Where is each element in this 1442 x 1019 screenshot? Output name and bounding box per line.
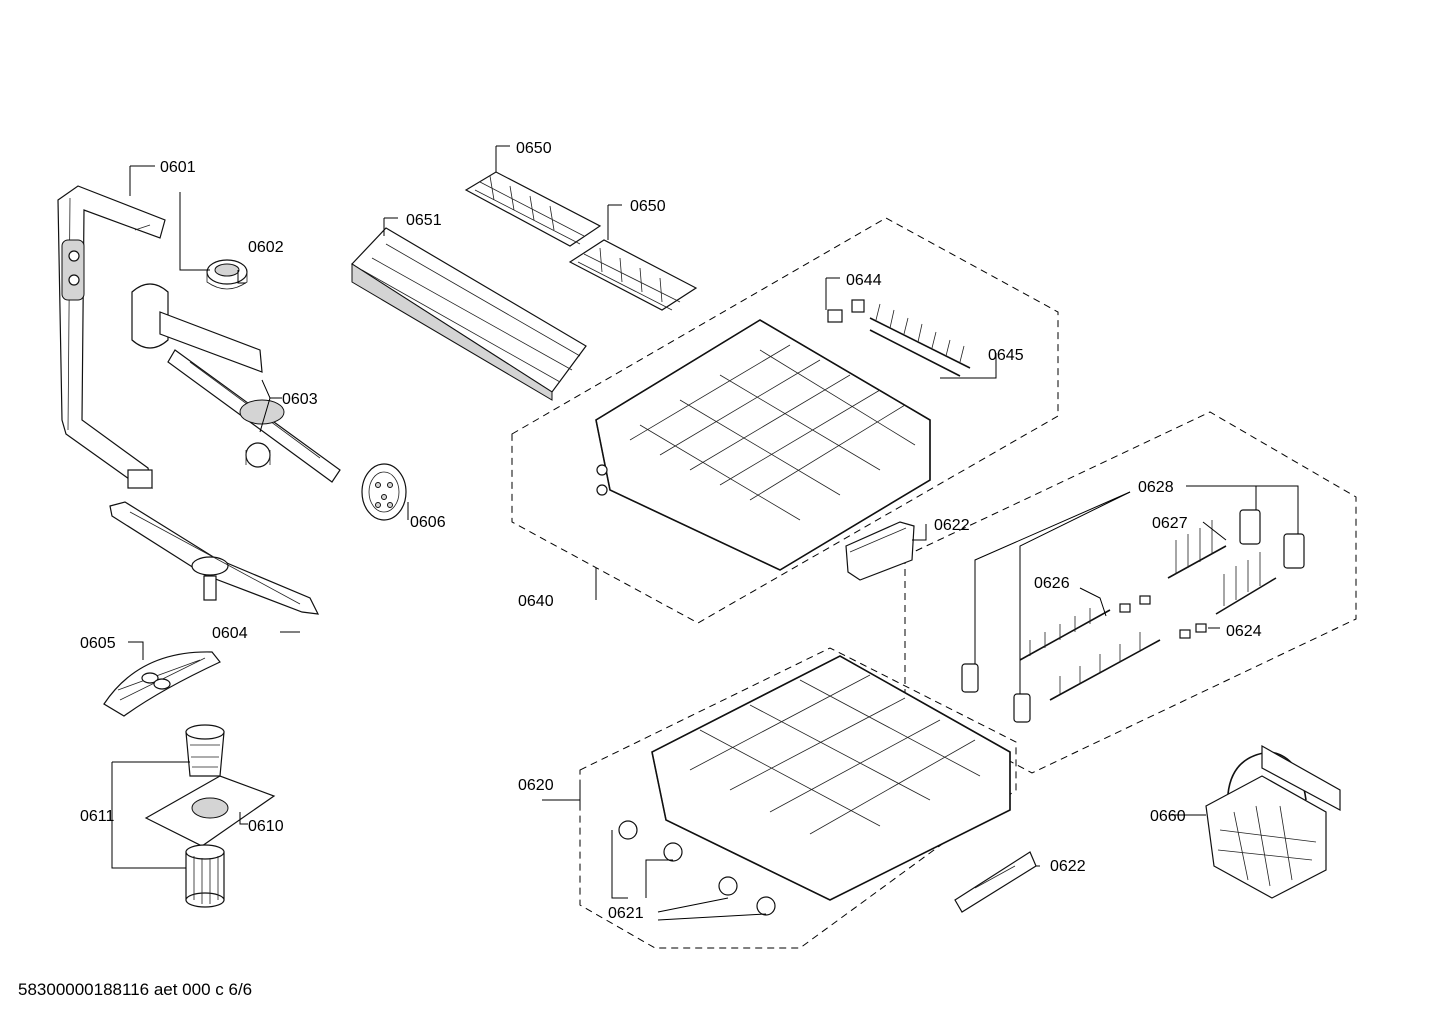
- upper-basket: [595, 319, 931, 571]
- callout-0644: 0644: [846, 272, 882, 289]
- callout-0606: 0606: [410, 514, 446, 531]
- callout-0645: 0645: [988, 347, 1024, 364]
- fine-filter: [185, 724, 225, 908]
- upper-spray-arm: [131, 283, 341, 483]
- cutlery-basket: [1205, 744, 1341, 899]
- cutlery-tray: [351, 227, 587, 401]
- lower-tine-rows: [1019, 608, 1161, 701]
- micro-filter-cover: [103, 651, 221, 717]
- basket-handle-lower: [954, 851, 1037, 913]
- callout-0611: 0611: [80, 808, 115, 825]
- callout-0650-top: 0650: [516, 140, 552, 157]
- callout-0627: 0627: [1152, 515, 1188, 532]
- callout-0603: 0603: [282, 391, 318, 408]
- callout-0650-right: 0650: [630, 198, 666, 215]
- callout-0651: 0651: [406, 212, 442, 229]
- document-id-footer: 58300000188116 aet 000 c 6/6: [18, 980, 253, 999]
- tine-row-rack-right: [568, 239, 698, 311]
- callout-0621: 0621: [608, 905, 644, 922]
- middle-accessories-group-outline: [904, 411, 1357, 774]
- small-clips: [1119, 595, 1207, 639]
- leader-lines: [111, 145, 1299, 921]
- upper-basket-group-outline: [511, 217, 1059, 624]
- callout-0601: 0601: [160, 159, 196, 176]
- spray-supply-pipe: [57, 185, 166, 489]
- callout-0602: 0602: [248, 239, 284, 256]
- callout-0640: 0640: [518, 593, 554, 610]
- basket-wheels: [618, 820, 776, 916]
- flat-filter: [144, 775, 276, 847]
- basket-handle-upper: [845, 521, 915, 581]
- callout-0626: 0626: [1034, 575, 1070, 592]
- callout-0610: 0610: [248, 818, 284, 835]
- lower-spray-arm: [109, 501, 320, 615]
- callout-0622-lower: 0622: [1050, 858, 1086, 875]
- upper-clips: [827, 299, 865, 323]
- tine-row-rack-top: [464, 171, 602, 247]
- callout-0605: 0605: [80, 635, 116, 652]
- callout-0622-upper: 0622: [934, 517, 970, 534]
- callout-0660: 0660: [1150, 808, 1186, 825]
- callout-0604: 0604: [212, 625, 248, 642]
- folding-tine-racks: [1167, 520, 1277, 615]
- callout-0620: 0620: [518, 777, 554, 794]
- lower-basket-group-outline: [579, 647, 1017, 949]
- lower-basket: [651, 655, 1011, 901]
- spray-arm-nut: [206, 259, 248, 290]
- upper-tine-row: [869, 303, 971, 377]
- callout-0628: 0628: [1138, 479, 1174, 496]
- rack-brackets: [961, 509, 1305, 723]
- callout-0624: 0624: [1226, 623, 1262, 640]
- filter-disc: [361, 463, 407, 521]
